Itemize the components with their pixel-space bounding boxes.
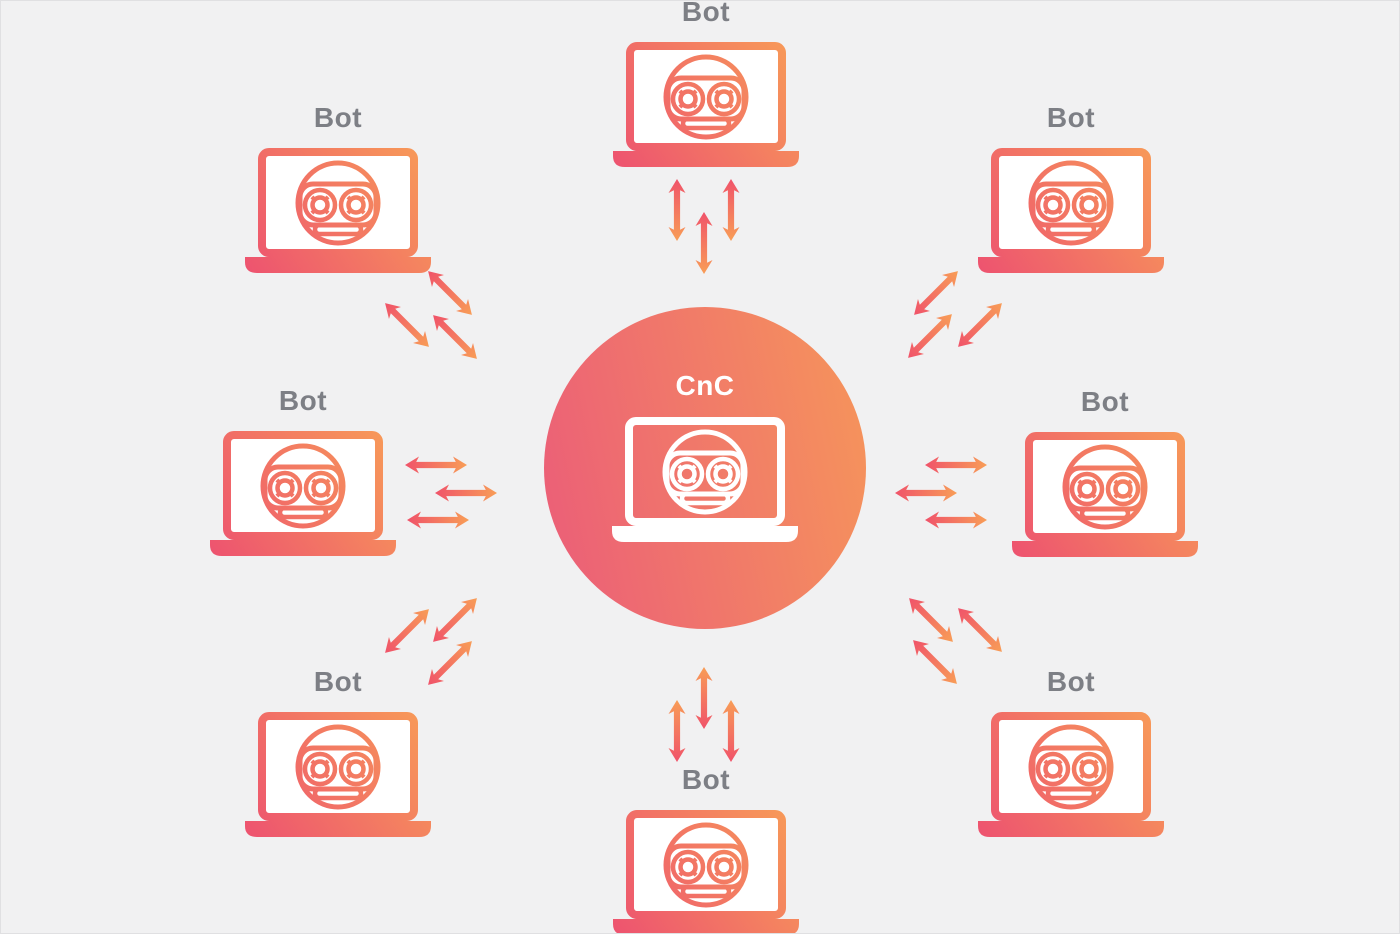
cnc-label: CnC [675,370,735,401]
bot-node-top-left: Bot [243,103,433,273]
bot-node-bottom-right: Bot [976,667,1166,837]
double-headed-arrow-icon [695,212,713,274]
double-headed-arrow-icon [379,297,435,353]
double-headed-arrow-icon [407,511,469,529]
cnc-server-circle: CnC [544,307,866,629]
laptop-bot-face-icon [611,810,801,934]
laptop-bot-face-icon [243,148,433,273]
double-headed-arrow-icon [907,634,963,690]
laptop-bot-face-icon [976,148,1166,273]
bot-label: Bot [681,764,731,795]
double-headed-arrow-icon [668,700,686,762]
bot-label: Bot [1080,386,1130,417]
laptop-bot-face-icon [1010,432,1200,557]
bot-node-top-right: Bot [976,103,1166,273]
bot-label: Bot [1046,102,1096,133]
laptop-bot-face-icon [243,712,433,837]
double-headed-arrow-icon [895,484,957,502]
double-headed-arrow-icon [902,308,958,364]
bot-node-right: Bot [1010,387,1200,557]
double-headed-arrow-icon [952,297,1008,353]
double-headed-arrow-icon [722,179,740,241]
laptop-bot-face-icon [611,42,801,167]
double-headed-arrow-icon [952,602,1008,658]
bot-label: Bot [313,102,363,133]
bot-label: Bot [681,0,731,27]
double-headed-arrow-icon [925,511,987,529]
bot-label: Bot [1046,666,1096,697]
double-headed-arrow-icon [427,309,483,365]
cnc-laptop-bot-icon [610,417,800,542]
double-headed-arrow-icon [695,667,713,729]
double-headed-arrow-icon [925,456,987,474]
bot-label: Bot [278,385,328,416]
double-headed-arrow-icon [405,456,467,474]
double-headed-arrow-icon [722,700,740,762]
double-headed-arrow-icon [903,592,959,648]
double-headed-arrow-icon [908,265,964,321]
bot-node-bottom-left: Bot [243,667,433,837]
double-headed-arrow-icon [422,265,478,321]
laptop-bot-face-icon [208,431,398,556]
double-headed-arrow-icon [668,179,686,241]
double-headed-arrow-icon [435,484,497,502]
laptop-bot-face-icon [976,712,1166,837]
bot-node-bottom: Bot [611,765,801,934]
double-headed-arrow-icon [379,603,435,659]
double-headed-arrow-icon [427,592,483,648]
bot-label: Bot [313,666,363,697]
bot-node-left: Bot [208,386,398,556]
bot-node-top: Bot [611,0,801,167]
